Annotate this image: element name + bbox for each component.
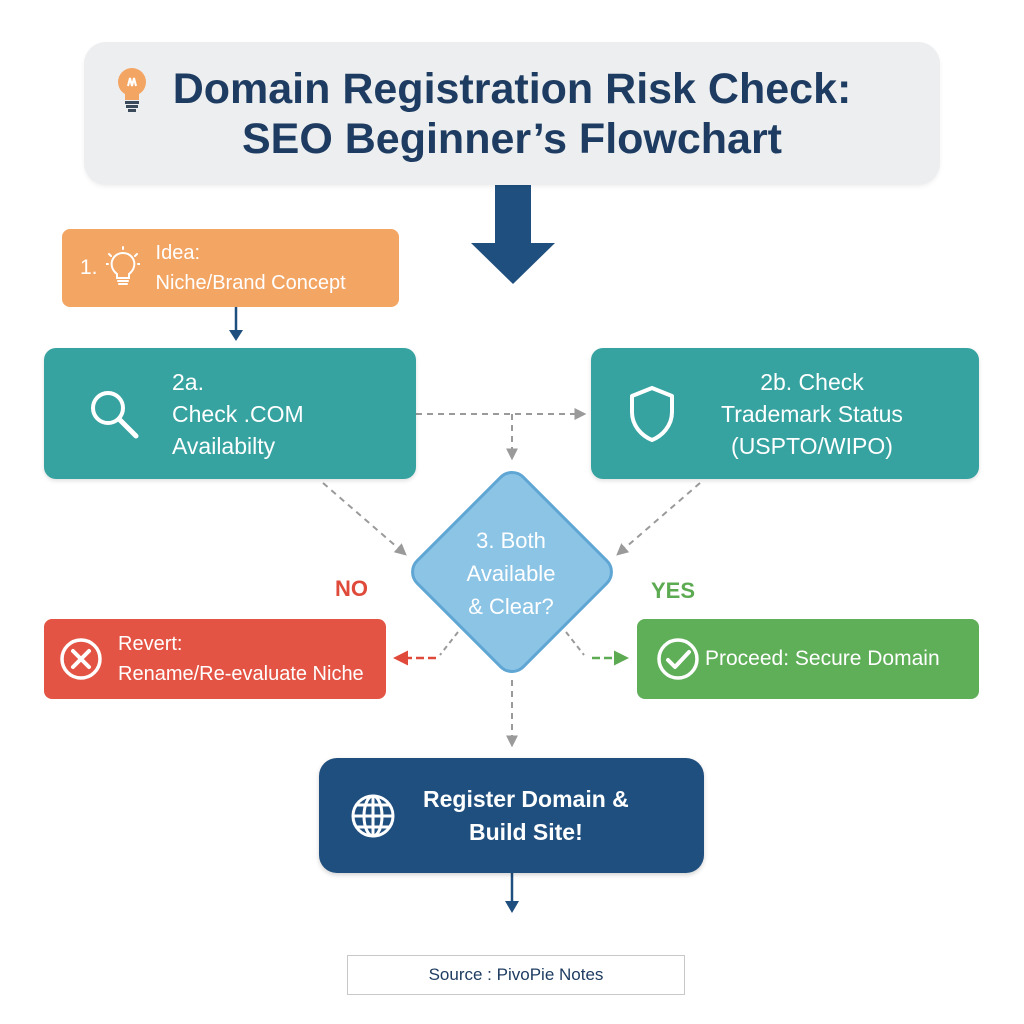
page-title: Domain Registration Risk Check: SEO Begi… (173, 64, 852, 164)
step-2b-line-3: (USPTO/WIPO) (731, 432, 893, 459)
arrow-step2b-to-decision (616, 482, 701, 556)
revert-line-2: Rename/Re-evaluate Niche (118, 663, 364, 685)
step-2b-label: 2b. Check Trademark Status (USPTO/WIPO) (721, 366, 903, 462)
x-circle-icon (60, 638, 102, 680)
title-box: Domain Registration Risk Check: SEO Begi… (84, 42, 940, 185)
revert-line-1: Revert: (118, 633, 183, 655)
step-1-line-1: Idea: (155, 242, 200, 264)
revert-label: Revert: Rename/Re-evaluate Niche (118, 629, 364, 689)
source-note: Source : PivoPie Notes (347, 955, 685, 995)
step-2a-label: 2a. Check .COM Availabilty (172, 366, 304, 462)
step-2b-line-2: Trademark Status (721, 400, 903, 427)
register-line-1: Register Domain & (423, 785, 629, 812)
step-1-line-2: Niche/Brand Concept (155, 272, 346, 294)
lightbulb-icon (118, 68, 146, 112)
revert-box: Revert: Rename/Re-evaluate Niche (44, 619, 386, 699)
shield-icon (630, 385, 674, 442)
yes-branch-label: YES (651, 578, 696, 603)
decision-label: 3. Both Available & Clear? (431, 524, 591, 623)
register-box: Register Domain & Build Site! (319, 758, 704, 873)
register-line-2: Build Site! (469, 818, 583, 845)
step-2a-line-3: Availabilty (172, 432, 276, 459)
step-2b-line-1: 2b. Check (760, 368, 864, 395)
step-2a-line-2: Check .COM (172, 400, 304, 427)
search-icon (91, 390, 139, 438)
arrow-step1-to-step2a (229, 307, 243, 341)
check-circle-icon (657, 638, 699, 680)
decision-line-1: 3. Both (476, 528, 546, 553)
title-line-1: Domain Registration Risk Check: (172, 64, 852, 113)
arrow-yes-branch (565, 631, 629, 666)
lightbulb-icon (105, 246, 140, 285)
arrow-register-down (505, 873, 519, 913)
decision-line-2: Available (466, 561, 556, 586)
step-2a-check-com: 2a. Check .COM Availabilty (44, 348, 416, 479)
decision-diamond (411, 471, 613, 673)
proceed-box: Proceed: Secure Domain (637, 619, 979, 699)
arrow-no-branch (393, 631, 459, 666)
main-down-arrow (471, 185, 555, 284)
arrow-step2a-to-decision (322, 482, 407, 556)
no-branch-label: NO (335, 576, 368, 601)
step-2a-line-1: 2a. (172, 368, 204, 395)
globe-icon (351, 794, 395, 837)
register-label: Register Domain & Build Site! (423, 783, 629, 849)
step-1-number: 1. (80, 256, 98, 279)
title-line-2: SEO Beginner’s Flowchart (242, 114, 782, 163)
step-1-label: Idea: Niche/Brand Concept (156, 238, 346, 298)
proceed-label: Proceed: Secure Domain (705, 647, 940, 670)
decision-line-3: & Clear? (468, 594, 554, 619)
step-2b-trademark: 2b. Check Trademark Status (USPTO/WIPO) (591, 348, 979, 479)
step-1-idea: 1. Idea: Niche/Brand Concept (62, 229, 399, 307)
